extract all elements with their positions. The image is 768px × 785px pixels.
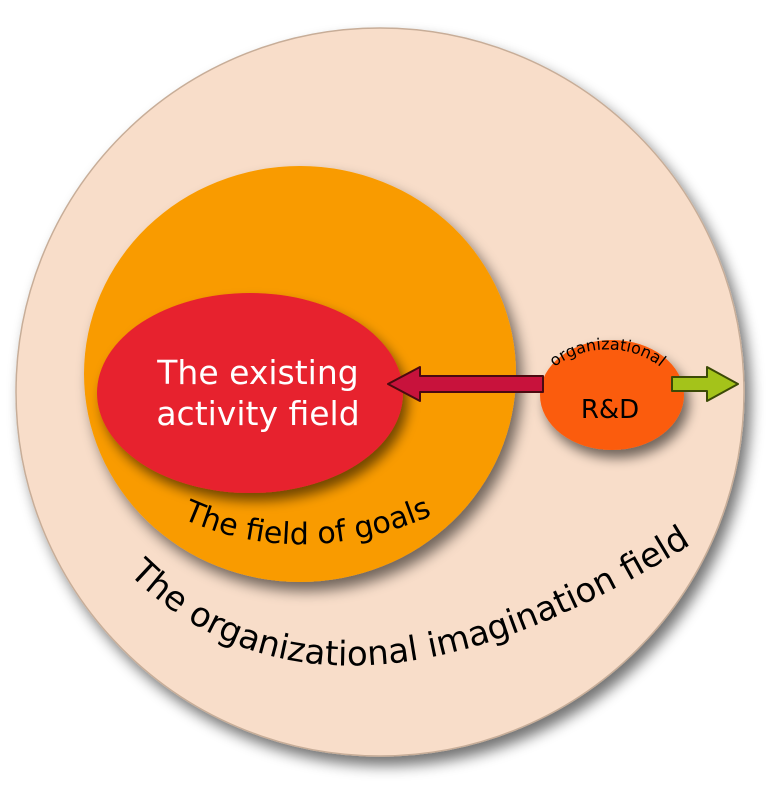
- activity-label-line2: activity field: [156, 394, 359, 433]
- activity-label-line1: The existing: [156, 353, 358, 392]
- rd-label: R&D: [581, 395, 639, 425]
- arrow-outward: [671, 366, 739, 402]
- arrow-to-activity-field: [387, 366, 544, 402]
- rd-bubble: [540, 340, 684, 450]
- existing-activity-field: [97, 293, 403, 493]
